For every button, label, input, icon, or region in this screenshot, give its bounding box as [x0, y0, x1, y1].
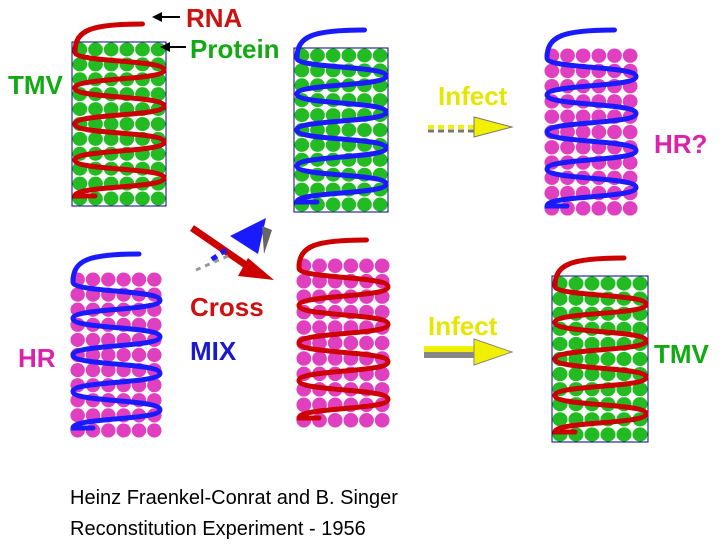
caption-title: Reconstitution Experiment - 1956 — [70, 518, 366, 540]
mix-label: MIX — [190, 336, 237, 366]
hr-progeny-virus — [544, 27, 639, 216]
hybrid-virus-bottom — [296, 237, 391, 428]
protein-coat — [70, 272, 162, 438]
cross-mix-arrows — [190, 218, 274, 280]
hr-virus-left — [70, 251, 163, 438]
protein-label: Protein — [190, 34, 280, 64]
caption-authors: Heinz Fraenkel-Conrat and B. Singer — [70, 487, 398, 509]
tmv-progeny-virus — [551, 255, 649, 443]
hr-result-label: HR? — [654, 129, 708, 159]
protein-coat — [296, 258, 390, 428]
rna-helix — [294, 27, 389, 205]
rna-label: RNA — [186, 3, 243, 33]
cross-label: Cross — [190, 292, 264, 322]
protein-coat — [552, 276, 648, 442]
infect-arrow-bottom — [424, 338, 514, 366]
hr-label-left: HR — [18, 343, 56, 373]
rna-pointer-arrow — [152, 12, 180, 22]
infect-label-top: Infect — [438, 81, 508, 111]
infect-arrow-top — [428, 116, 514, 138]
rna-helix — [70, 251, 163, 431]
tmv-label-left: TMV — [8, 70, 63, 100]
rna-helix — [552, 255, 649, 435]
tmv-virus-left — [71, 21, 167, 207]
rna-helix — [72, 21, 167, 199]
rna-helix — [544, 27, 639, 209]
tmv-result-label: TMV — [654, 339, 709, 369]
protein-coat — [544, 48, 638, 216]
protein-pointer-arrow — [160, 42, 186, 52]
infect-label-bottom: Infect — [428, 311, 498, 341]
rna-helix — [296, 237, 391, 421]
hybrid-virus-top — [293, 27, 389, 213]
